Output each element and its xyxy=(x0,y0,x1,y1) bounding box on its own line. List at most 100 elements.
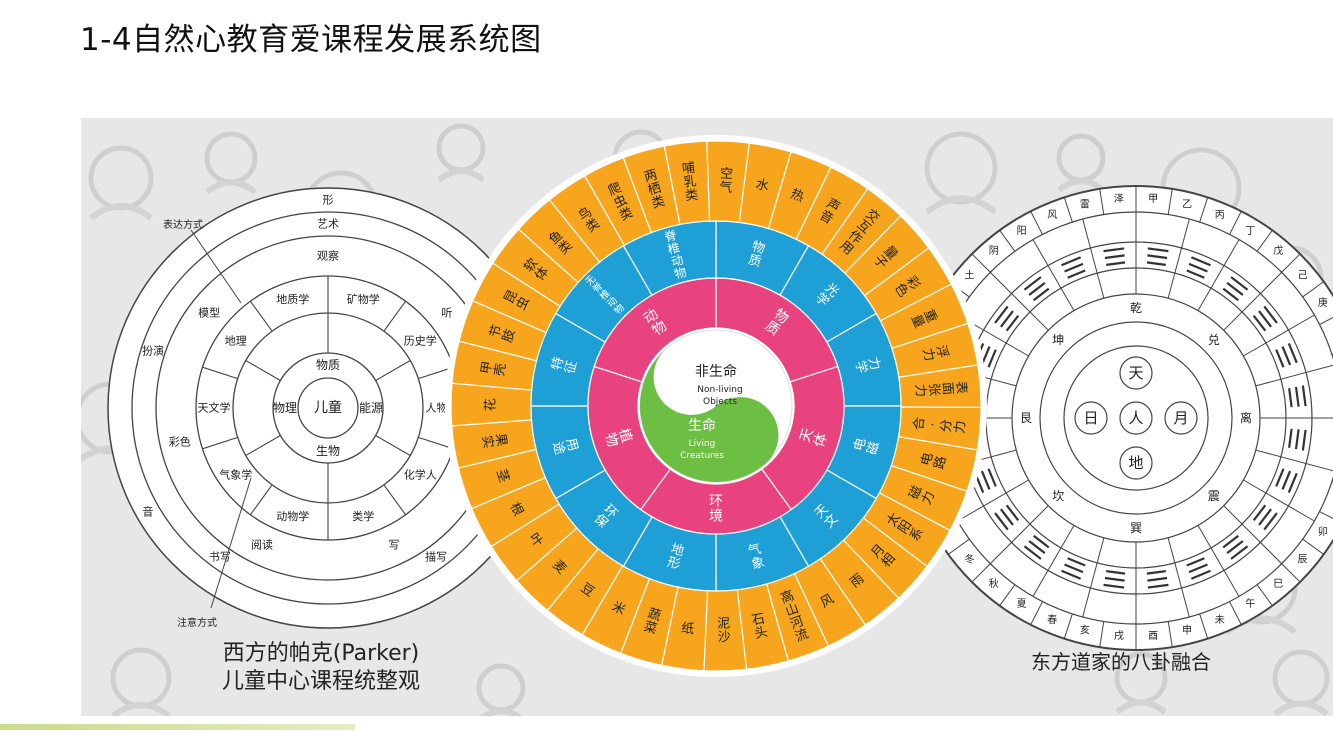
nature-orange-label-char: 头 xyxy=(753,625,769,642)
bagua-center-circle xyxy=(1119,446,1153,480)
bagua-divider xyxy=(989,505,1049,565)
parker-ring3-label: 类学 xyxy=(352,509,374,523)
bagua-yao-stroke xyxy=(1230,276,1249,291)
bagua-divider xyxy=(971,563,991,583)
nature-orange-label-char: 重 xyxy=(920,307,940,325)
bagua-divider xyxy=(948,538,970,555)
nature-orange-label: 节肢 xyxy=(487,323,518,345)
diagram-panel: 儿童物质能源生物物理矿物学历史学人物学化学人类学动物学气象学天文学地理地质学观察… xyxy=(81,118,1333,716)
parker-ring5-label: 书写 xyxy=(209,550,231,563)
bagua-yao-stroke xyxy=(1263,512,1278,531)
nature-blue-label: 特征 xyxy=(549,356,580,376)
nature-blue-label-char: 磁 xyxy=(865,440,883,456)
parker-ring2-label: 物理 xyxy=(273,401,297,415)
bagua-diagram: 甲乙丙丁戊己庚辛壬癸子丑寅卯辰巳午未申酉戌亥春夏秋冬东南西北金木水火土阴阳风雷泽… xyxy=(903,185,1333,651)
bagua-outer-label: 甲 xyxy=(1148,194,1158,205)
nature-orange-label-char: 力 xyxy=(953,420,969,434)
bagua-divider xyxy=(1243,479,1315,522)
nature-wheel: 空气水热声音交互作用量子彩色重量浮力表面张力合·分力电路磁力太阳系月相雨风高山河… xyxy=(445,135,987,677)
bagua-outer-label: 冬 xyxy=(964,553,974,566)
bagua-divider xyxy=(1199,613,1209,639)
bagua-yao-stroke xyxy=(1064,563,1084,574)
nature-orange-label-char: 电 xyxy=(919,451,937,467)
bagua-center-circle xyxy=(1074,401,1108,435)
nature-blue-label-char: 物 xyxy=(750,239,766,257)
nature-orange-label-char: 流 xyxy=(793,627,810,646)
nature-blue-label-char: 象 xyxy=(750,555,766,573)
nature-orange-label-char: 合 xyxy=(912,416,928,430)
bagua-divider xyxy=(1197,525,1240,597)
bagua-yao-stroke xyxy=(1028,540,1046,555)
bagua-divider xyxy=(1167,218,1190,299)
nature-orange-label: 哺乳类 xyxy=(681,161,699,205)
nature-orange-label-char: 表 xyxy=(953,381,969,395)
bagua-ring xyxy=(1063,345,1209,491)
bagua-yao-stroke xyxy=(1275,468,1285,487)
bagua-yao-stroke xyxy=(1287,343,1298,364)
bagua-trigram-label: 乾 xyxy=(1130,301,1142,315)
doodle-squiggle xyxy=(479,708,523,716)
nature-orange-label-char: 水 xyxy=(754,177,770,194)
bagua-divider xyxy=(1063,197,1073,223)
parker-callout-label: 注意方式 xyxy=(177,616,217,629)
bagua-outer-label: 午 xyxy=(1245,597,1255,610)
bagua-outer-label: 庚 xyxy=(1318,296,1328,309)
bagua-trigram-label: 坎 xyxy=(1052,489,1064,503)
parker-callout-label: 表达方式 xyxy=(163,218,203,231)
nature-orange-label-char: 泥 xyxy=(717,616,731,631)
bagua-outer-label: 风 xyxy=(1047,209,1057,221)
nature-pink-label-char: 境 xyxy=(709,508,723,524)
nature-orange-label: 合·分力 xyxy=(912,416,969,434)
nature-orange-label-char: 纸 xyxy=(680,621,695,638)
bagua-divider xyxy=(1199,197,1209,223)
bagua-divider xyxy=(1223,271,1283,331)
nature-orange-label-char: 风 xyxy=(818,592,837,611)
bagua-yao-stroke xyxy=(1146,570,1166,575)
nature-orange-label-char: 爬 xyxy=(606,180,624,199)
bagua-divider xyxy=(1255,449,1333,472)
bagua-outer-label: 戊 xyxy=(1273,245,1283,257)
nature-orange-label: 浮力 xyxy=(919,344,950,363)
bagua-center-label: 天 xyxy=(1128,364,1143,382)
parker-ring5-label: 扮演 xyxy=(142,344,164,358)
nature-orange-label-char: 分 xyxy=(939,419,955,433)
bagua-yao-stroke xyxy=(994,512,1009,531)
bagua-yao-stroke xyxy=(1188,262,1208,273)
bagua-divider xyxy=(989,271,1049,331)
doodle-squiggle xyxy=(437,168,485,183)
doodle-squiggle xyxy=(1115,699,1167,715)
parker-ring3-label: 天文学 xyxy=(198,401,231,415)
bagua-yao-stroke xyxy=(1188,563,1208,574)
bagua-yao-stroke xyxy=(1104,254,1125,260)
curriculum-diagram: 儿童物质能源生物物理矿物学历史学人物学化学人类学动物学气象学天文学地理地质学观察… xyxy=(107,135,1333,677)
parker-divider xyxy=(245,360,281,381)
bagua-yao-stroke xyxy=(1061,569,1082,580)
nature-orange-label-char: 量 xyxy=(908,313,927,331)
bagua-yao-stroke xyxy=(1222,287,1240,302)
nature-orange-label: 米 xyxy=(609,599,627,618)
bagua-trigram-label: 坤 xyxy=(1052,332,1064,347)
nature-orange-label: 茎 xyxy=(493,468,511,485)
bagua-outer-label: 丙 xyxy=(1215,210,1225,221)
bagua-yao-stroke xyxy=(1258,310,1273,328)
parker-ring4-label: 模型 xyxy=(198,306,220,320)
bagua-divider xyxy=(1082,218,1105,299)
parker-ring4-label: 彩色 xyxy=(169,434,191,448)
parker-divider xyxy=(383,484,407,516)
parker-ring xyxy=(297,377,359,439)
nature-pink-label: 天体 xyxy=(797,426,831,449)
nature-blue-label: 电磁 xyxy=(852,437,883,457)
nature-center-label: Objects xyxy=(703,397,737,407)
bagua-yao-stroke xyxy=(1258,508,1273,526)
bagua-outer-label: 巳 xyxy=(1273,578,1283,590)
bagua-outer-label: 乙 xyxy=(1182,199,1192,211)
nature-orange-label-char: 路 xyxy=(931,454,950,471)
parker-divider xyxy=(249,300,273,332)
bagua-divider xyxy=(1256,230,1273,252)
nature-blue-label-char: 征 xyxy=(562,359,580,375)
bagua-yao-stroke xyxy=(1186,557,1205,567)
bagua-divider xyxy=(1229,601,1242,625)
doodle-squiggle xyxy=(205,179,257,195)
bagua-yao-stroke xyxy=(1067,269,1086,279)
